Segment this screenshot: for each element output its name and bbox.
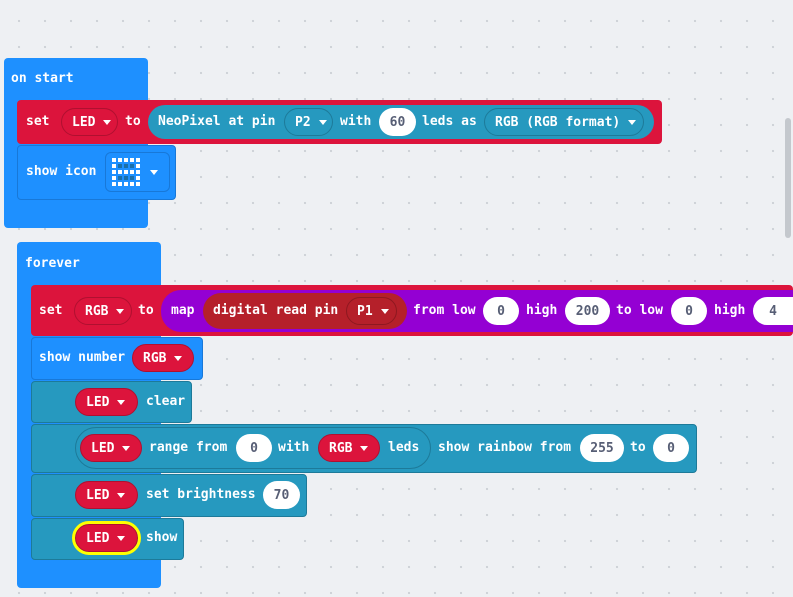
to-high-label: high: [714, 303, 746, 318]
chevron-down-icon: [150, 169, 158, 175]
show-icon-label: show icon: [26, 164, 97, 179]
format-dropdown[interactable]: RGB (RGB format): [484, 108, 644, 136]
range-from-label: range from: [149, 440, 228, 455]
dropdown-value: LED: [72, 114, 96, 130]
with-label: with: [278, 440, 310, 455]
range-from-input[interactable]: 0: [236, 434, 272, 462]
from-low-label: from low: [413, 303, 476, 318]
led-count-input[interactable]: 60: [379, 108, 416, 136]
pin-dropdown[interactable]: P2: [284, 108, 333, 136]
chevron-down-icon: [628, 119, 637, 125]
led-variable-dropdown[interactable]: LED: [75, 388, 138, 416]
dropdown-value: LED: [86, 394, 110, 410]
dropdown-value: RGB: [85, 303, 109, 319]
dropdown-value: LED: [86, 487, 110, 503]
led-variable-dropdown[interactable]: LED: [75, 481, 138, 509]
led-pattern-icon: [112, 158, 140, 186]
to-high-input[interactable]: 4: [753, 297, 793, 325]
dropdown-value: LED: [91, 440, 115, 456]
led-variable-dropdown[interactable]: LED: [80, 434, 142, 462]
chevron-down-icon: [117, 399, 126, 405]
on-start-label: on start: [11, 71, 74, 86]
brightness-input[interactable]: 70: [263, 481, 300, 509]
chevron-down-icon: [174, 355, 183, 361]
to-low-label: to low: [616, 303, 663, 318]
rainbow-from-input[interactable]: 255: [580, 434, 624, 462]
map-label: map: [171, 303, 195, 318]
dropdown-value: RGB (RGB format): [495, 114, 621, 130]
to-label: to: [630, 440, 646, 455]
to-low-input[interactable]: 0: [671, 297, 707, 325]
dropdown-value: RGB: [329, 440, 353, 456]
chevron-down-icon: [318, 119, 327, 125]
chevron-down-icon: [117, 535, 126, 541]
set-brightness-label: set brightness: [146, 487, 256, 502]
leds-label: leds: [388, 440, 420, 455]
rgb-variable-dropdown[interactable]: RGB: [74, 297, 132, 325]
to-label: to: [125, 114, 141, 129]
show-number-label: show number: [39, 350, 126, 365]
chevron-down-icon: [360, 445, 369, 451]
set-label: set: [39, 303, 63, 318]
icon-dropdown[interactable]: [105, 152, 170, 192]
dropdown-value: LED: [86, 530, 110, 546]
neopixel-prefix: NeoPixel at pin: [158, 114, 276, 129]
to-label: to: [138, 303, 154, 318]
high-label: high: [526, 303, 558, 318]
leds-as-label: leds as: [422, 114, 477, 129]
set-label: set: [26, 114, 50, 129]
rainbow-to-input[interactable]: 0: [653, 434, 689, 462]
chevron-down-icon: [117, 492, 126, 498]
chevron-down-icon: [116, 308, 125, 314]
chevron-down-icon: [122, 445, 131, 451]
dropdown-value: RGB: [143, 350, 167, 366]
rgb-variable-dropdown[interactable]: RGB: [318, 434, 380, 462]
dropdown-value: P2: [295, 114, 311, 130]
with-label: with: [340, 114, 372, 129]
digital-read-label: digital read pin: [213, 303, 339, 318]
chevron-down-icon: [103, 119, 112, 125]
led-variable-dropdown[interactable]: LED: [61, 108, 118, 136]
from-high-input[interactable]: 200: [565, 297, 610, 325]
read-pin-dropdown[interactable]: P1: [346, 297, 397, 325]
led-variable-dropdown[interactable]: LED: [72, 521, 141, 555]
vertical-scrollbar[interactable]: [785, 118, 791, 238]
show-rainbow-label: show rainbow from: [438, 440, 572, 455]
chevron-down-icon: [380, 308, 389, 314]
rgb-variable-dropdown[interactable]: RGB: [132, 344, 194, 372]
dropdown-value: P1: [357, 303, 373, 319]
clear-label: clear: [146, 394, 186, 409]
show-label: show: [146, 530, 178, 545]
from-low-input[interactable]: 0: [483, 297, 519, 325]
forever-label: forever: [25, 256, 80, 271]
